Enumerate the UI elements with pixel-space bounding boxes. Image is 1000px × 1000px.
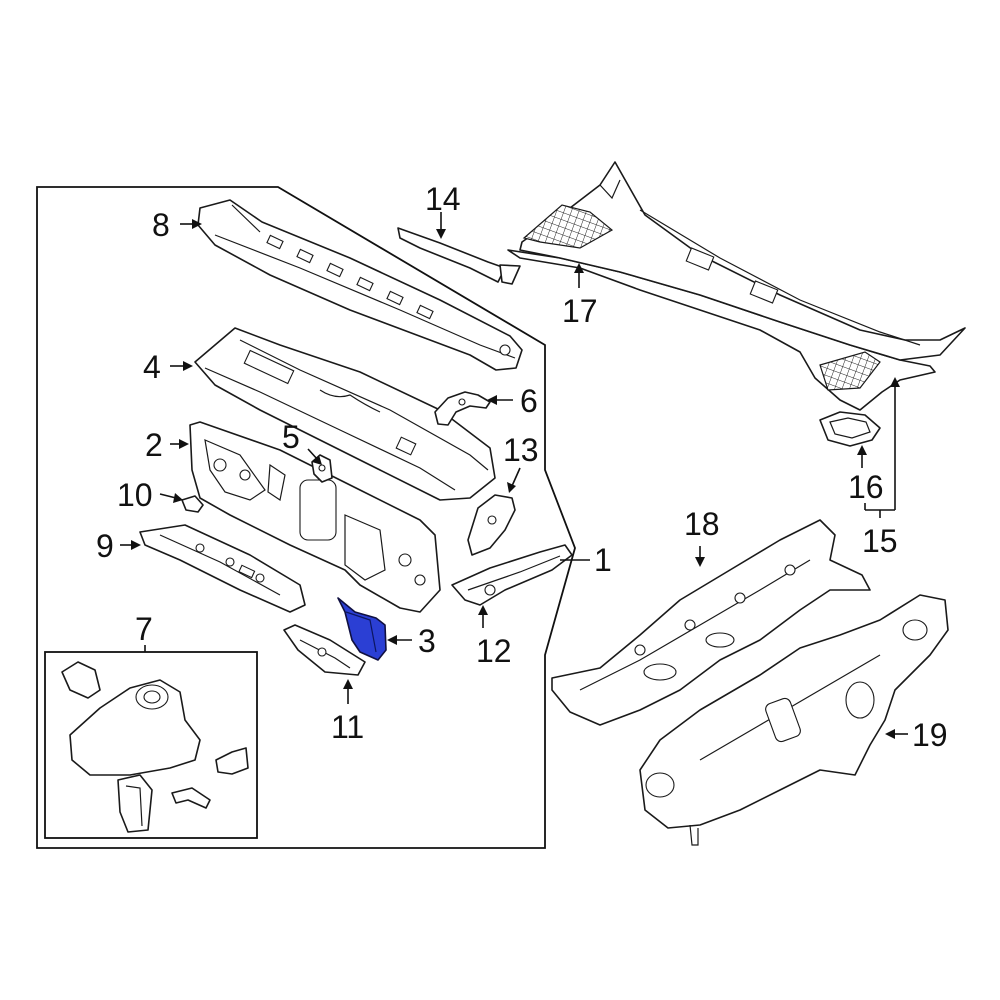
callout-17: 17 (562, 293, 598, 329)
callout-6: 6 (520, 383, 538, 419)
callout-19: 19 (912, 717, 948, 753)
callout-5: 5 (282, 419, 300, 455)
part-9[interactable] (139, 524, 306, 613)
part-4[interactable] (194, 327, 496, 501)
part-3[interactable] (337, 597, 387, 661)
leaders (120, 212, 908, 739)
part-2[interactable] (189, 421, 441, 613)
part-17[interactable] (507, 161, 966, 411)
callout-9: 9 (96, 528, 114, 564)
part-19[interactable] (639, 594, 949, 846)
callout-1: 1 (594, 542, 612, 578)
callout-11: 11 (331, 709, 364, 745)
callout-8: 8 (152, 207, 170, 243)
part-13[interactable] (467, 494, 516, 556)
inset-box-part-7 (44, 651, 258, 839)
callout-labels: 1 2 3 4 5 6 7 8 9 10 11 12 13 14 15 16 1… (96, 181, 948, 753)
part-18[interactable] (551, 519, 871, 726)
part-16[interactable] (819, 411, 881, 447)
part-6[interactable] (434, 391, 491, 426)
callout-14: 14 (425, 181, 461, 217)
part-14[interactable] (397, 227, 521, 285)
callout-4: 4 (143, 349, 161, 385)
callout-18: 18 (684, 506, 720, 542)
callout-2: 2 (145, 427, 163, 463)
assembly-frame (36, 186, 576, 849)
part-10[interactable] (181, 495, 204, 513)
part-12[interactable] (451, 544, 573, 606)
callout-16: 16 (848, 469, 884, 505)
callout-15: 15 (862, 523, 898, 559)
part-11[interactable] (283, 624, 366, 676)
callout-10: 10 (117, 477, 153, 513)
callout-3: 3 (418, 623, 436, 659)
callout-12: 12 (476, 633, 512, 669)
part-8[interactable] (197, 199, 523, 371)
part-7[interactable] (61, 661, 249, 833)
callout-13: 13 (503, 432, 539, 468)
callout-7: 7 (135, 611, 153, 647)
